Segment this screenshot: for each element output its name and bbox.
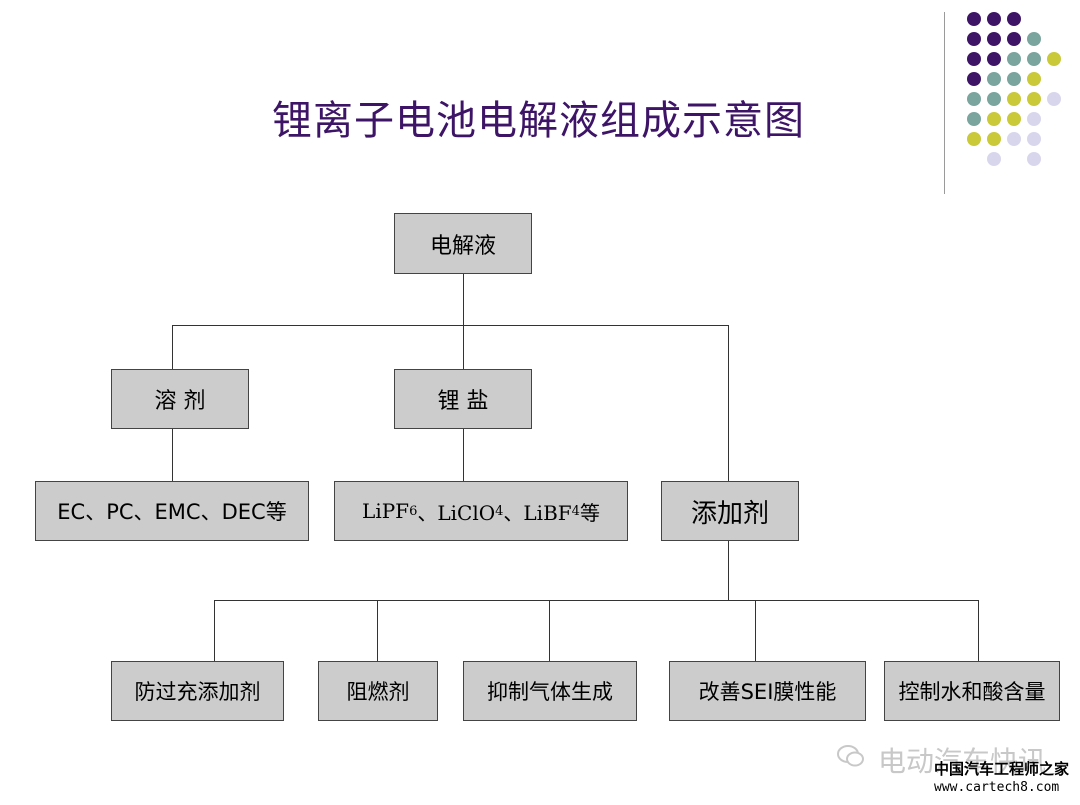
connector-line: [214, 600, 215, 661]
salt-text: 、LiBF: [503, 500, 572, 525]
dot: [967, 72, 981, 86]
salt-text: LiPF: [362, 499, 410, 523]
dot: [1007, 72, 1021, 86]
dot: [967, 12, 981, 26]
node-additive-overcharge: 防过充添加剂: [111, 661, 284, 721]
connector-line: [755, 600, 756, 661]
wechat-icon: [837, 745, 864, 767]
page-title: 锂离子电池电解液组成示意图: [272, 98, 805, 144]
salt-text: 等: [579, 500, 600, 525]
node-additive-gas-suppression: 抑制气体生成: [463, 661, 637, 721]
dot: [1027, 72, 1041, 86]
dot: [987, 52, 1001, 66]
connector-line: [978, 600, 979, 661]
connector-line: [728, 541, 729, 601]
connector-line: [377, 600, 378, 661]
connector-line: [214, 600, 979, 601]
watermark-channel: 电动汽车快讯: [878, 745, 1047, 778]
connector-line: [463, 429, 464, 481]
dot: [1007, 52, 1021, 66]
dot: [987, 32, 1001, 46]
dot: [1027, 52, 1041, 66]
dot: [1027, 112, 1041, 126]
dot: [1027, 32, 1041, 46]
watermark-site-name: 中国汽车工程师之家: [934, 760, 1070, 778]
connector-line: [172, 429, 173, 481]
connector-line: [172, 325, 729, 326]
watermark-url: www.cartech8.com: [934, 780, 1060, 795]
title-divider-line: [944, 12, 945, 194]
node-solvent-examples: EC、PC、EMC、DEC等: [35, 481, 309, 541]
dot: [1007, 32, 1021, 46]
node-electrolyte: 电解液: [394, 213, 532, 274]
dot: [1027, 92, 1041, 106]
connector-line: [172, 325, 173, 369]
node-additive: 添加剂: [661, 481, 799, 541]
dot: [987, 132, 1001, 146]
node-additive-sei: 改善SEI膜性能: [669, 661, 866, 721]
salt-subscript: 4: [495, 503, 504, 519]
dot: [987, 12, 1001, 26]
dot: [1027, 152, 1041, 166]
dot: [987, 152, 1001, 166]
dot: [967, 52, 981, 66]
salt-subscript: 4: [571, 503, 580, 519]
dot: [987, 92, 1001, 106]
salt-subscript: 6: [409, 503, 418, 519]
node-solvent: 溶 剂: [111, 369, 249, 429]
node-additive-water-acid: 控制水和酸含量: [884, 661, 1060, 721]
dot: [1047, 52, 1061, 66]
dot: [987, 72, 1001, 86]
dot: [1007, 132, 1021, 146]
connector-line: [463, 325, 464, 369]
connector-line: [463, 274, 464, 326]
dot: [967, 112, 981, 126]
salt-text: 、LiClO: [417, 500, 496, 525]
dot: [967, 32, 981, 46]
node-lithium-salt: 锂 盐: [394, 369, 532, 429]
dot: [1007, 12, 1021, 26]
dot: [1027, 132, 1041, 146]
dot: [1007, 92, 1021, 106]
node-additive-flame-retardant: 阻燃剂: [318, 661, 438, 721]
dot: [1047, 92, 1061, 106]
dot: [967, 132, 981, 146]
connector-line: [728, 325, 729, 481]
dot: [987, 112, 1001, 126]
dot: [1007, 112, 1021, 126]
connector-line: [549, 600, 550, 661]
dot: [967, 92, 981, 106]
